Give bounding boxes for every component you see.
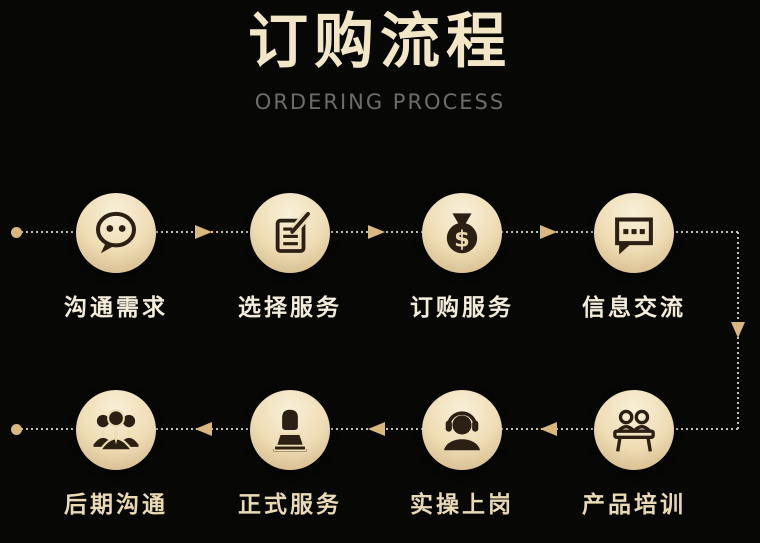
arrow-left-icon (540, 422, 557, 436)
step-circle (594, 193, 674, 273)
arrow-right-icon (368, 225, 385, 239)
step-circle (250, 390, 330, 470)
flow-start-dot (11, 227, 22, 238)
money-bag-icon: $ (446, 213, 478, 254)
step-label: 订购服务 (410, 295, 514, 321)
step-formal-service: 正式服务 (220, 390, 360, 519)
step-label: 正式服务 (238, 492, 342, 518)
step-circle (76, 390, 156, 470)
page-title: 订购流程 (248, 7, 512, 77)
step-label: 产品培训 (582, 492, 686, 518)
step-label: 沟通需求 (64, 295, 168, 321)
headset-agent-icon (444, 411, 480, 451)
laptop-person-icon (273, 409, 307, 452)
team-icon (93, 409, 139, 452)
step-label: 后期沟通 (64, 492, 168, 518)
flow-end-dot (11, 424, 22, 435)
step-circle (422, 390, 502, 470)
arrow-left-icon (368, 422, 385, 436)
step-product-training: 产品培训 (564, 390, 704, 519)
page-subtitle: ORDERING PROCESS (254, 90, 506, 114)
arrow-right-icon (195, 225, 212, 239)
step-communicate-needs: 沟通需求 (46, 193, 186, 322)
step-follow-up-communication: 后期沟通 (46, 390, 186, 519)
chat-bubble-icon (95, 211, 137, 254)
message-dots-icon (615, 217, 653, 255)
step-order-service: $ 订购服务 (392, 193, 532, 322)
arrow-left-icon (195, 422, 212, 436)
step-label: 选择服务 (238, 295, 342, 321)
document-edit-icon (275, 210, 312, 253)
step-information-exchange: 信息交流 (564, 193, 704, 322)
dollar-sign: $ (454, 227, 470, 253)
step-label: 信息交流 (582, 295, 686, 321)
step-circle: $ (422, 193, 502, 273)
step-practical-operation: 实操上岗 (392, 390, 532, 519)
arrow-down-icon (731, 322, 745, 338)
step-label: 实操上岗 (410, 492, 514, 518)
training-desk-icon (613, 409, 655, 452)
arrow-right-icon (540, 225, 557, 239)
step-circle (250, 193, 330, 273)
step-circle (76, 193, 156, 273)
step-choose-service: 选择服务 (220, 193, 360, 322)
step-circle (594, 390, 674, 470)
